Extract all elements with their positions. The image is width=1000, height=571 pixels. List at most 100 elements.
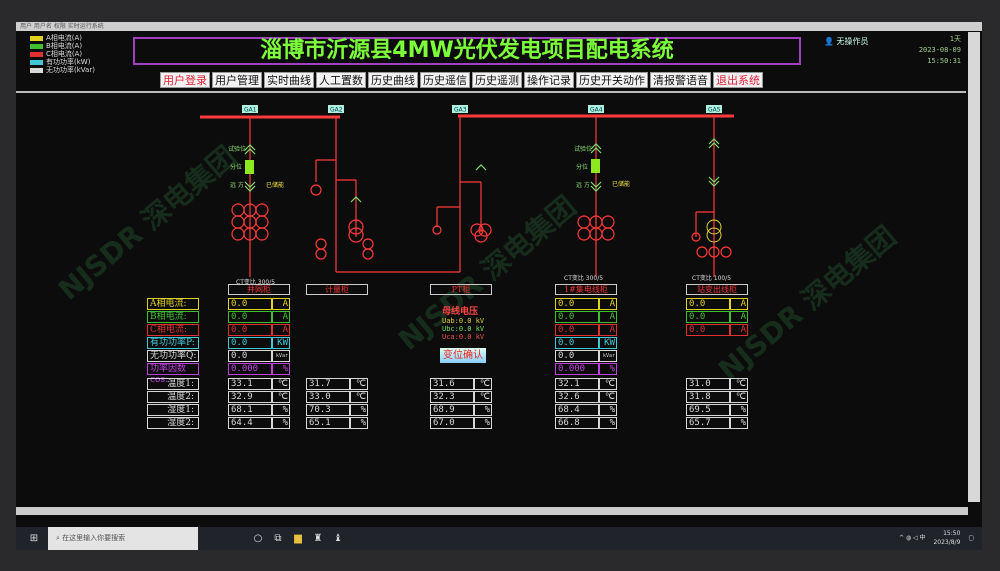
value: 32.1	[555, 378, 599, 390]
unit: A	[599, 324, 617, 336]
row-label: C相电流:	[147, 324, 199, 336]
menu-button[interactable]: 实时曲线	[264, 72, 314, 88]
menu-button[interactable]: 历史曲线	[368, 72, 418, 88]
vertical-scrollbar[interactable]	[968, 32, 980, 502]
menu-button[interactable]: 历史开关动作	[576, 72, 648, 88]
value: 31.7	[306, 378, 350, 390]
legend-item: C相电流(A)	[30, 50, 95, 58]
breaker-ga4	[591, 159, 600, 173]
cabinet-name[interactable]: 计量柜	[306, 284, 368, 295]
test-position-label: 试验位	[574, 145, 592, 153]
operator-status[interactable]: 👤 无操作员	[824, 36, 869, 47]
clock: 1天 2023-08-09 15:50:31	[896, 34, 961, 67]
menu-button[interactable]: 用户管理	[212, 72, 262, 88]
value: 0.0	[555, 337, 599, 349]
value-box: 66.8%	[555, 417, 617, 429]
unit: %	[730, 417, 748, 429]
ga-label-bg	[328, 105, 344, 113]
value: 0.0	[686, 324, 730, 336]
ga-label-bg	[242, 105, 258, 113]
legend-label: 无功功率(kVar)	[46, 66, 95, 74]
value: 0.000	[555, 363, 599, 375]
unit: A	[730, 311, 748, 323]
legend-item: 无功功率(kVar)	[30, 66, 95, 74]
legend: A相电流(A)B相电流(A)C相电流(A)有功功率(kW)无功功率(kVar)	[30, 34, 95, 74]
page-title: 淄博市沂源县4MW光伏发电项目配电系统	[133, 37, 801, 65]
cabinet-name[interactable]: PT柜	[430, 284, 492, 295]
confirm-change-button[interactable]: 变位确认	[440, 348, 486, 363]
ct-ratio-ga4: CT变比 300/5	[564, 274, 603, 282]
value-box: 33.1℃	[228, 378, 290, 390]
value-box: 32.6℃	[555, 391, 617, 403]
unit: ℃	[474, 378, 492, 390]
value-box: 32.9℃	[228, 391, 290, 403]
value: 69.5	[686, 404, 730, 416]
menu-button[interactable]: 历史遥信	[420, 72, 470, 88]
ga-label-bg	[588, 105, 604, 113]
legend-swatch	[30, 35, 43, 41]
spring-charged-label: 已储能	[266, 181, 284, 189]
uca-value: Uca:0.0 kV	[442, 333, 485, 341]
legend-item: 有功功率(kW)	[30, 58, 95, 66]
value-box: 68.1%	[228, 404, 290, 416]
value-box: 32.3℃	[430, 391, 492, 403]
single-line-diagram: 试验位 分位 远 方 试验位 分位 远 方 已储能 已储能 CT变比 300/5…	[200, 105, 734, 286]
scada-app-icon[interactable]: ♝	[333, 533, 343, 544]
ct-coils-ga2	[315, 238, 374, 260]
menu-button[interactable]: 用户登录	[160, 72, 210, 88]
ct-coils-ga4	[577, 215, 615, 241]
bus-voltage-title: 母线电压	[442, 307, 479, 317]
menu-button[interactable]: 历史遥测	[472, 72, 522, 88]
unit: A	[599, 298, 617, 310]
cortana-icon[interactable]: ○	[253, 533, 263, 544]
row-label: 温度2:	[147, 391, 199, 403]
app-icon[interactable]: ♜	[313, 533, 323, 544]
disconnect-symbols	[244, 138, 720, 203]
value-box: 68.4%	[555, 404, 617, 416]
bus-voltage-block: 母线电压 Uab:0.0 kV Ubc:0.0 kV Uca:0.0 kV	[442, 304, 484, 341]
notification-icon[interactable]: ▢	[968, 534, 974, 542]
unit: kVar	[272, 350, 290, 362]
legend-item: A相电流(A)	[30, 34, 95, 42]
value: 0.000	[228, 363, 272, 375]
legend-label: 有功功率(kW)	[46, 58, 91, 66]
cabinet-name[interactable]: 并网柜	[228, 284, 290, 295]
horizontal-scrollbar[interactable]	[16, 507, 968, 515]
windows-start-icon[interactable]: ⊞	[29, 533, 39, 544]
cabinet-name[interactable]: 站变出线柜	[686, 284, 748, 295]
menu-button[interactable]: 操作记录	[524, 72, 574, 88]
unit: %	[599, 404, 617, 416]
value: 70.3	[306, 404, 350, 416]
ga-label: GA3	[454, 107, 467, 114]
row-label: A相电流:	[147, 298, 199, 310]
menu-button[interactable]: 清报警语音	[650, 72, 711, 88]
taskbar-search-input[interactable]: ⌕ 在这里输入你要搜索	[48, 527, 198, 550]
value: 31.0	[686, 378, 730, 390]
value: 68.1	[228, 404, 272, 416]
open-position-label: 分位	[230, 163, 242, 171]
unit: %	[474, 417, 492, 429]
value: 0.0	[228, 337, 272, 349]
unit: %	[350, 404, 368, 416]
remote-label: 远 方	[230, 181, 244, 189]
unit: A	[272, 311, 290, 323]
uptime-days: 1天	[949, 35, 961, 43]
legend-label: C相电流(A)	[46, 50, 83, 58]
menu-button[interactable]: 人工置数	[316, 72, 366, 88]
cabinet-name[interactable]: 1#集电线柜	[555, 284, 617, 295]
value-box: 31.0℃	[686, 378, 748, 390]
task-view-icon[interactable]: ⧉	[274, 533, 282, 544]
ga-label: GA2	[330, 107, 343, 114]
value-box: 0.000%	[555, 363, 617, 375]
file-explorer-icon[interactable]: ▆	[294, 533, 302, 544]
value: 31.6	[430, 378, 474, 390]
tray-icons[interactable]: ^ ◍ ◁ 中	[898, 534, 928, 542]
divider	[16, 91, 966, 93]
menu-button[interactable]: 退出系统	[713, 72, 763, 88]
